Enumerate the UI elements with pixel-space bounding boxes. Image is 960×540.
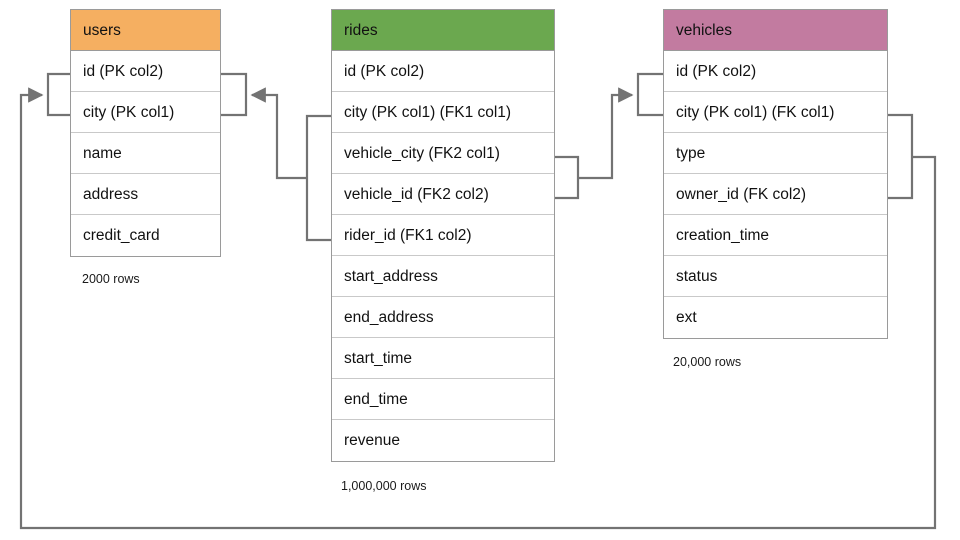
table-vehicles-field-status[interactable]: status [664, 256, 887, 297]
table-vehicles-row-count: 20,000 rows [673, 355, 742, 369]
table-rides-field-end-address[interactable]: end_address [332, 297, 554, 338]
table-users-title: users [71, 10, 220, 51]
table-vehicles[interactable]: vehicles id (PK col2) city (PK col1) (FK… [663, 9, 888, 339]
table-rides-field-rider-id[interactable]: rider_id (FK1 col2) [332, 215, 554, 256]
table-vehicles-field-city[interactable]: city (PK col1) (FK col1) [664, 92, 887, 133]
table-rides-field-end-time[interactable]: end_time [332, 379, 554, 420]
table-vehicles-field-ext[interactable]: ext [664, 297, 887, 338]
table-rides-field-city[interactable]: city (PK col1) (FK1 col1) [332, 92, 554, 133]
connector-rides-fk2-to-vehicles [578, 87, 634, 180]
table-vehicles-field-id[interactable]: id (PK col2) [664, 51, 887, 92]
connector-vehicles-left-bracket [636, 72, 663, 117]
table-users-field-credit-card[interactable]: credit_card [71, 215, 220, 256]
table-vehicles-title: vehicles [664, 10, 887, 51]
table-vehicles-field-owner-id[interactable]: owner_id (FK col2) [664, 174, 887, 215]
table-rides-row-count: 1,000,000 rows [341, 479, 427, 493]
table-rides-field-vehicle-city[interactable]: vehicle_city (FK2 col1) [332, 133, 554, 174]
table-users-field-id[interactable]: id (PK col2) [71, 51, 220, 92]
table-rides-field-start-time[interactable]: start_time [332, 338, 554, 379]
table-users-field-address[interactable]: address [71, 174, 220, 215]
connector-vehicles-right-bracket [888, 113, 914, 200]
table-users[interactable]: users id (PK col2) city (PK col1) name a… [70, 9, 221, 257]
table-rides-field-vehicle-id[interactable]: vehicle_id (FK2 col2) [332, 174, 554, 215]
table-vehicles-field-creation-time[interactable]: creation_time [664, 215, 887, 256]
connector-rides-fk1-to-users [250, 87, 307, 180]
table-vehicles-field-type[interactable]: type [664, 133, 887, 174]
table-users-row-count: 2000 rows [82, 272, 140, 286]
table-users-field-city[interactable]: city (PK col1) [71, 92, 220, 133]
table-rides-title: rides [332, 10, 554, 51]
table-rides-field-id[interactable]: id (PK col2) [332, 51, 554, 92]
table-rides-field-revenue[interactable]: revenue [332, 420, 554, 461]
connector-rides-fk1-bracket [305, 114, 331, 242]
table-rides-field-start-address[interactable]: start_address [332, 256, 554, 297]
connector-users-left-bracket [46, 72, 70, 117]
table-rides[interactable]: rides id (PK col2) city (PK col1) (FK1 c… [331, 9, 555, 462]
table-users-field-name[interactable]: name [71, 133, 220, 174]
connector-rides-fk2-bracket [555, 155, 580, 200]
connector-users-right-bracket [221, 72, 248, 117]
